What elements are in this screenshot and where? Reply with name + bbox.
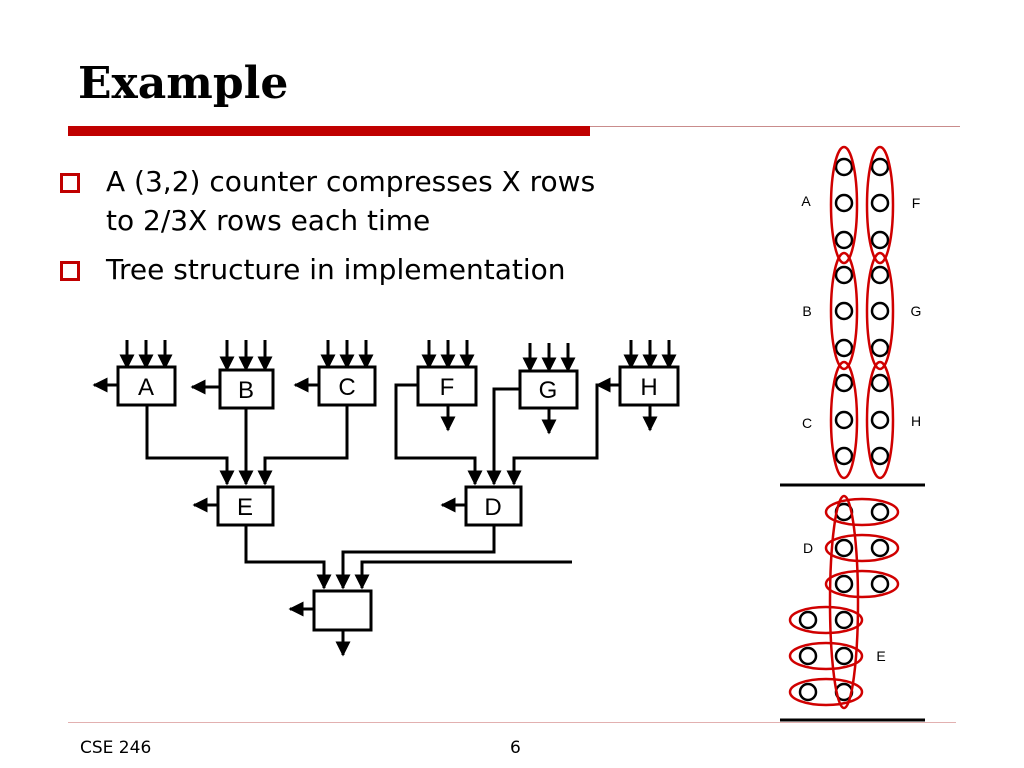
input-arrows <box>119 340 677 373</box>
dot <box>834 230 854 250</box>
dot <box>870 410 890 430</box>
counter-label-f: F <box>440 374 455 401</box>
dot <box>870 338 890 358</box>
footer-course: CSE 246 <box>80 738 152 758</box>
counter-label-c: C <box>338 374 355 401</box>
counter-box-final <box>312 589 373 632</box>
dot-label-f: F <box>912 195 921 211</box>
dot-label-b: B <box>802 303 811 319</box>
dot-label-h: H <box>911 413 921 429</box>
counter-group-oval <box>788 677 864 707</box>
counter-label-a: A <box>138 374 154 401</box>
counter-group-oval <box>865 360 895 480</box>
dot <box>834 373 854 393</box>
dot <box>834 157 854 177</box>
bullet-square-icon <box>60 173 80 193</box>
counter-box-b <box>218 368 275 410</box>
counter-group-oval <box>828 494 860 710</box>
dot <box>870 193 890 213</box>
counter-group-oval <box>788 641 864 671</box>
bullet-text: Tree structure in implementation <box>106 253 566 286</box>
dot-label-c: C <box>802 415 812 431</box>
dot <box>798 610 818 630</box>
dot <box>834 610 854 630</box>
dot <box>834 338 854 358</box>
counter-box-c <box>317 365 377 407</box>
dot <box>870 574 890 594</box>
dot-label-g: G <box>911 303 922 319</box>
dot <box>834 646 854 666</box>
counter-label-h: H <box>640 374 657 401</box>
counter-label-b: B <box>238 377 254 404</box>
counter-box-f <box>416 365 478 407</box>
dot <box>834 410 854 430</box>
dot <box>870 446 890 466</box>
counter-box-g <box>518 369 579 410</box>
footer-rule <box>68 722 956 723</box>
bullet-square-icon <box>60 261 80 281</box>
dot-label-e: E <box>876 648 885 664</box>
counter-group-oval <box>865 251 895 371</box>
counter-group-oval <box>788 605 864 635</box>
page-number: 6 <box>510 738 521 758</box>
dot <box>870 538 890 558</box>
counter-group-oval <box>829 251 859 371</box>
dot <box>834 574 854 594</box>
dot <box>834 538 854 558</box>
dot <box>798 646 818 666</box>
bullet-text-line-2: to 2/3X rows each time <box>106 204 431 237</box>
dot <box>870 373 890 393</box>
counter-group-oval <box>824 497 900 527</box>
dot <box>798 682 818 702</box>
counter-group-oval <box>829 360 859 480</box>
title-underline-red <box>68 126 590 136</box>
counter-label-g: G <box>539 377 558 404</box>
dot-label-a: A <box>801 193 811 209</box>
dot <box>834 301 854 321</box>
counter-group-oval <box>824 533 900 563</box>
slide-title: Example <box>78 58 289 109</box>
wiring <box>145 383 658 657</box>
counter-box-d <box>464 485 523 527</box>
dot <box>870 230 890 250</box>
dot <box>834 265 854 285</box>
counter-label-d: D <box>484 494 501 521</box>
dot <box>870 265 890 285</box>
dot <box>870 502 890 522</box>
dot <box>870 157 890 177</box>
dot <box>834 446 854 466</box>
counter-group-oval <box>865 145 895 265</box>
counter-group-oval <box>829 145 859 265</box>
counter-box-a <box>116 365 177 407</box>
dot <box>834 193 854 213</box>
counter-group-oval <box>824 569 900 599</box>
dot-label-d: D <box>803 540 813 556</box>
counter-label-e: E <box>237 494 253 521</box>
dot <box>870 301 890 321</box>
counter-box-e <box>216 485 275 527</box>
counter-box-h <box>618 365 680 407</box>
title-underline-thin <box>590 126 960 127</box>
bullet-text-line-1: A (3,2) counter compresses X rows <box>106 165 596 198</box>
